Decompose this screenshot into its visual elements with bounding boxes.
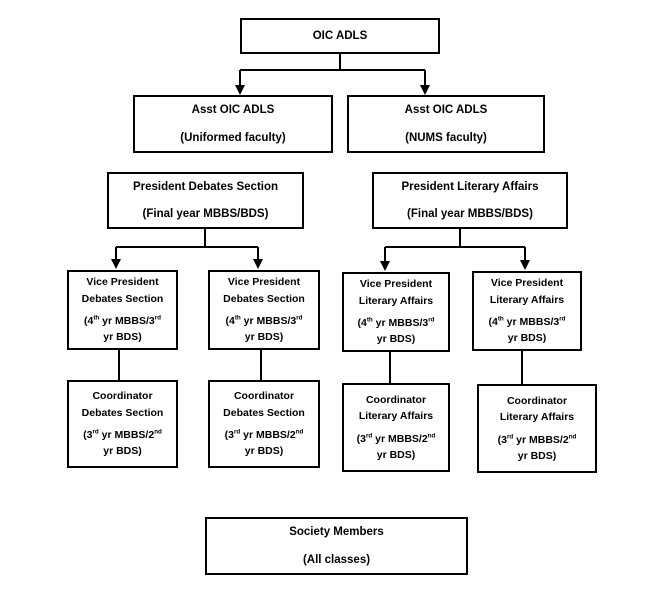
node-asst-oic-nums: Asst OIC ADLS (NUMS faculty): [347, 95, 545, 153]
connector-pres-debates-to-vps: [115, 229, 259, 260]
node-title-line2: Literary Affairs: [358, 294, 434, 307]
node-coordinator-literary-2: Coordinator Literary Affairs (3rd yr MBB…: [477, 384, 597, 473]
node-title-line2: Literary Affairs: [499, 411, 575, 424]
node-subtitle-line2: yr BDS): [244, 331, 284, 344]
node-title: OIC ADLS: [312, 29, 368, 42]
node-subtitle: (Final year MBBS/BDS): [407, 208, 533, 220]
node-president-debates: President Debates Section (Final year MB…: [107, 172, 304, 229]
node-coordinator-debates-1: Coordinator Debates Section (3rd yr MBBS…: [67, 380, 178, 468]
node-subtitle: (Final year MBBS/BDS): [142, 208, 269, 220]
connector-vps-to-coordinators: [118, 350, 523, 384]
node-society-members: Society Members (All classes): [205, 517, 468, 575]
node-title: Coordinator: [92, 390, 153, 403]
node-subtitle-line2: yr BDS): [103, 445, 142, 458]
node-subtitle-line2: yr BDS): [376, 333, 416, 346]
node-subtitle: (3rd yr MBBS/2nd: [224, 428, 304, 441]
connector-pres-literary-to-vps: [384, 229, 526, 262]
node-title: President Literary Affairs: [401, 180, 539, 193]
connector-oic-to-assts: [239, 54, 426, 86]
node-title-line2: Debates Section: [223, 406, 305, 419]
node-title-line2: Debates Section: [223, 292, 305, 305]
node-subtitle-line2: yr BDS): [103, 331, 142, 344]
node-title-line2: Literary Affairs: [358, 410, 434, 423]
node-subtitle: (4th yr MBBS/3rd: [488, 315, 566, 328]
arrowhead-vp-literary-2: [520, 260, 530, 270]
node-title: Vice President: [359, 278, 433, 291]
node-subtitle: (3rd yr MBBS/2nd: [497, 433, 577, 446]
arrowhead-asst-nums: [420, 85, 430, 95]
node-title: President Debates Section: [132, 180, 279, 193]
node-coordinator-literary-1: Coordinator Literary Affairs (3rd yr MBB…: [342, 383, 450, 472]
arrowhead-vp-literary-1: [380, 261, 390, 271]
node-subtitle: (NUMS faculty): [405, 131, 487, 144]
node-subtitle: (4th yr MBBS/3rd: [225, 314, 303, 327]
node-subtitle: (All classes): [302, 553, 371, 566]
arrowhead-vp-debates-1: [111, 259, 121, 269]
node-title: Coordinator: [365, 393, 427, 406]
node-title: Society Members: [289, 526, 384, 539]
node-subtitle: (4th yr MBBS/3rd: [83, 314, 162, 327]
node-vp-literary-1: Vice President Literary Affairs (4th yr …: [342, 272, 450, 352]
node-title: Coordinator: [233, 390, 295, 403]
node-title-line2: Debates Section: [81, 292, 164, 305]
node-title: Vice President: [490, 277, 564, 290]
node-president-literary: President Literary Affairs (Final year M…: [372, 172, 568, 229]
arrowhead-vp-debates-2: [253, 259, 263, 269]
node-subtitle-line2: yr BDS): [376, 448, 416, 461]
node-subtitle-line2: yr BDS): [507, 332, 547, 345]
node-subtitle: (Uniformed faculty): [180, 131, 286, 144]
node-vp-literary-2: Vice President Literary Affairs (4th yr …: [472, 271, 582, 351]
node-title: Vice President: [86, 276, 159, 289]
node-subtitle-line2: yr BDS): [244, 445, 284, 458]
node-asst-oic-uniformed: Asst OIC ADLS (Uniformed faculty): [133, 95, 333, 153]
node-title: Asst OIC ADLS: [404, 104, 488, 117]
node-subtitle-line2: yr BDS): [517, 449, 557, 462]
node-title: Vice President: [227, 276, 301, 289]
node-vp-debates-2: Vice President Debates Section (4th yr M…: [208, 270, 320, 350]
node-vp-debates-1: Vice President Debates Section (4th yr M…: [67, 270, 178, 350]
node-title: Coordinator: [506, 394, 568, 407]
node-title: Asst OIC ADLS: [191, 104, 275, 117]
node-subtitle: (4th yr MBBS/3rd: [357, 316, 435, 329]
node-coordinator-debates-2: Coordinator Debates Section (3rd yr MBBS…: [208, 380, 320, 468]
node-oic-adls: OIC ADLS: [240, 18, 440, 54]
node-subtitle: (3rd yr MBBS/2nd: [83, 428, 162, 441]
node-subtitle: (3rd yr MBBS/2nd: [356, 432, 436, 445]
arrowhead-asst-uniformed: [235, 85, 245, 95]
node-title-line2: Debates Section: [81, 406, 164, 419]
node-title-line2: Literary Affairs: [489, 293, 565, 306]
